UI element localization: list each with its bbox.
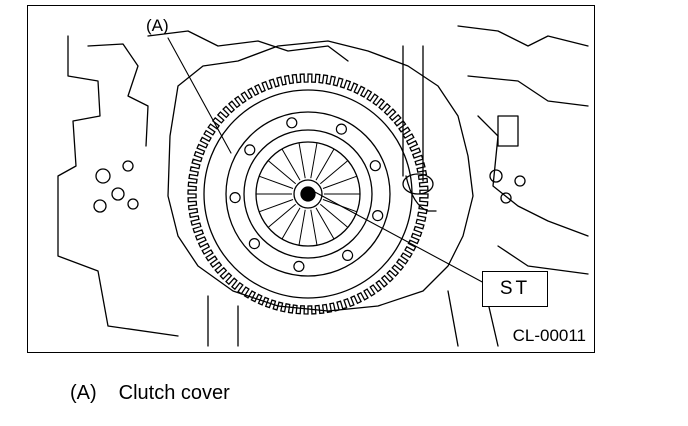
cover-bolt [293, 260, 305, 272]
diaphragm-finger [315, 207, 335, 240]
diaphragm-fingers [256, 142, 360, 246]
clutch-cover-rim [225, 111, 391, 277]
cover-bolts [229, 117, 384, 272]
housing-outline [167, 40, 474, 312]
cover-bolt [229, 192, 241, 204]
cover-bolt [248, 238, 260, 250]
diaphragm-finger [298, 209, 306, 246]
diaphragm-finger [267, 203, 297, 228]
legend-text: Clutch cover [118, 382, 230, 404]
engine-outline-left-inner [87, 43, 149, 147]
clutch-illustration [57, 25, 589, 347]
diaphragm-finger [258, 175, 294, 189]
legend-item: (A) Clutch cover [70, 382, 230, 405]
special-tool-label: ST [482, 271, 548, 307]
diaphragm-finger [319, 203, 349, 228]
engine-outline-right-lower [477, 115, 589, 275]
pipe-end [402, 173, 434, 195]
pipe-lower [405, 175, 437, 212]
callout-a-leader [167, 37, 232, 154]
diaphragm-finger [258, 199, 294, 213]
cover-bolt [244, 144, 256, 156]
diaphragm-finger [310, 142, 318, 179]
cover-bolt [342, 249, 354, 261]
ring-gear-teeth [187, 73, 429, 315]
diaphragm-finger [267, 160, 297, 185]
engine-outline-left [57, 35, 179, 337]
diaphragm-finger [281, 148, 301, 181]
pressure-plate-ring [243, 129, 373, 259]
cover-bolt [369, 160, 381, 172]
flywheel-ring-gear [187, 73, 429, 315]
diaphragm-finger [281, 207, 301, 240]
release-bearing-inner [300, 186, 316, 202]
lower-plate [207, 280, 499, 347]
flywheel-face [203, 89, 413, 299]
diaphragm-finger [315, 148, 335, 181]
figure-code: CL-00011 [512, 326, 586, 345]
diaphragm-finger [322, 199, 358, 213]
callout-label-a: (A) [146, 16, 169, 35]
cover-bolt [286, 117, 298, 129]
cover-bolt [335, 123, 347, 135]
diaphragm-finger [322, 175, 358, 189]
engine-outline-top [147, 30, 349, 62]
diaphragm-finger [298, 142, 306, 179]
figure-frame: (A) ST CL-00011 [27, 5, 595, 353]
engine-outline-right [457, 25, 589, 107]
diaphragm-finger [319, 160, 349, 185]
cover-bolt [372, 210, 384, 222]
release-bearing-outer [293, 179, 323, 209]
legend-key: (A) [70, 382, 97, 404]
diaphragm-finger [310, 209, 318, 246]
